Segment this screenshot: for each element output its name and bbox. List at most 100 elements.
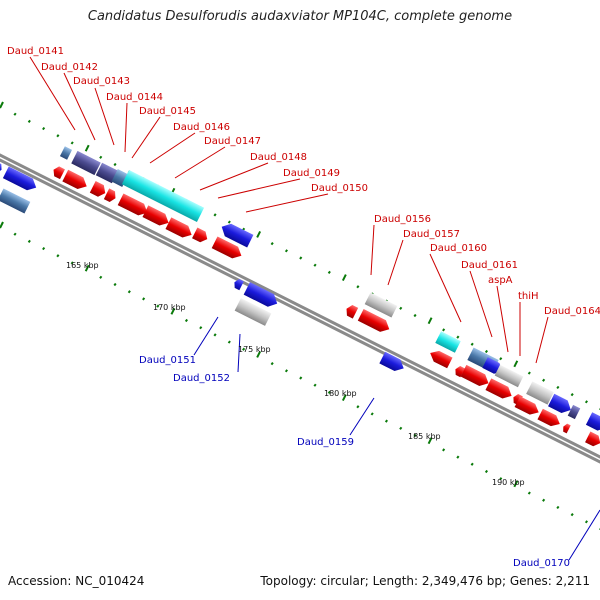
scale-tick <box>384 419 389 423</box>
scale-tick <box>84 264 90 272</box>
scale-tick <box>270 242 274 246</box>
gene-arrow[interactable] <box>71 150 101 176</box>
scale-tick <box>0 101 4 109</box>
scale-tick <box>213 333 217 337</box>
scale-tick <box>499 357 503 361</box>
gene-label[interactable]: Daud_0161 <box>461 260 518 271</box>
gene-arrow[interactable] <box>243 282 281 310</box>
gene-arrow[interactable] <box>357 309 392 335</box>
gene-arrow[interactable] <box>211 236 245 261</box>
gene-arrow[interactable] <box>526 381 554 405</box>
gene-arrow[interactable] <box>427 348 453 369</box>
gene-label[interactable]: Daud_0141 <box>7 46 64 57</box>
gene-label[interactable]: Daud_0146 <box>173 122 230 133</box>
leader-line <box>535 316 549 364</box>
gene-arrow[interactable] <box>2 166 39 194</box>
gene-arrow[interactable] <box>51 165 65 180</box>
gene-label[interactable]: Daud_0148 <box>250 152 307 163</box>
gene-label[interactable]: Daud_0143 <box>73 76 130 87</box>
gene-label[interactable]: Daud_0144 <box>106 92 163 103</box>
gene-arrow[interactable] <box>121 169 205 223</box>
gene-label[interactable]: Daud_0145 <box>139 106 196 117</box>
gene-arrow[interactable] <box>561 423 571 434</box>
gene-arrow[interactable] <box>514 396 542 418</box>
scale-tick <box>142 297 146 301</box>
gene-arrow[interactable] <box>364 292 398 318</box>
gene-label[interactable]: Daud_0164 <box>544 306 600 317</box>
gene-arrow[interactable] <box>344 303 359 319</box>
leader-line <box>199 162 269 191</box>
scale-tick <box>527 491 531 495</box>
gene-arrow[interactable] <box>95 162 119 184</box>
scale-tick <box>513 360 519 368</box>
gene-label[interactable]: aspA <box>488 275 513 286</box>
scale-tick <box>70 261 74 265</box>
gene-label[interactable]: Daud_0149 <box>283 168 340 179</box>
gene-arrow[interactable] <box>585 412 600 433</box>
scale-label: 180 kbp <box>324 389 357 398</box>
scale-tick <box>442 448 446 452</box>
gene-arrow[interactable] <box>59 146 73 160</box>
gene-arrow[interactable] <box>62 169 89 192</box>
gene-arrow[interactable] <box>234 298 272 326</box>
gene-arrow[interactable] <box>585 431 600 448</box>
gene-label[interactable]: Daud_0160 <box>430 243 487 254</box>
scale-tick <box>542 498 546 502</box>
scale-tick <box>70 141 74 145</box>
gene-label[interactable]: Daud_0147 <box>204 136 261 147</box>
scale-tick <box>470 462 474 466</box>
scale-tick <box>442 328 446 332</box>
scale-ticks <box>0 101 600 530</box>
gene-label[interactable]: Daud_0142 <box>41 62 98 73</box>
gene-label[interactable]: Daud_0156 <box>374 214 431 225</box>
gene-arrow[interactable] <box>453 365 465 378</box>
gene-label[interactable]: Daud_0152 <box>173 373 230 384</box>
gene-arrow[interactable] <box>485 378 514 401</box>
scale-tick <box>456 335 460 339</box>
gene-arrow[interactable] <box>567 404 581 420</box>
scale-label: 190 kbp <box>492 478 525 487</box>
scale-tick <box>99 155 103 159</box>
scale-tick <box>270 362 274 366</box>
gene-arrow[interactable] <box>192 227 210 244</box>
scale-tick <box>313 263 317 267</box>
scale-tick <box>170 307 176 315</box>
scale-tick <box>584 400 589 404</box>
gene-arrow[interactable] <box>103 188 118 203</box>
gene-arrow[interactable] <box>142 205 171 228</box>
gene-label[interactable]: thiH <box>518 291 539 302</box>
gene-label[interactable]: Daud_0157 <box>403 229 460 240</box>
scale-tick <box>556 505 560 510</box>
gene-label[interactable]: Daud_0151 <box>139 355 196 366</box>
scale-tick <box>327 270 331 274</box>
leader-line <box>387 239 404 286</box>
scale-label: 165 kbp <box>66 261 99 270</box>
scale-labels: 165 kbp 170 kbp 175 kbp 180 kbp 185 kbp … <box>66 261 525 487</box>
gene-features <box>0 146 600 448</box>
scale-tick <box>256 230 262 238</box>
gene-arrow[interactable] <box>0 161 4 175</box>
scale-tick <box>484 469 489 474</box>
leader-line <box>496 285 509 353</box>
leader-line <box>237 333 241 373</box>
gene-arrow[interactable] <box>165 217 194 240</box>
gene-arrow[interactable] <box>435 331 461 353</box>
gene-arrow[interactable] <box>117 193 151 218</box>
genome-backbone <box>0 153 600 464</box>
scale-tick <box>227 340 231 344</box>
gene-label[interactable]: Daud_0170 <box>513 558 570 569</box>
gene-labels-top: Daud_0141 Daud_0142 Daud_0143 Daud_0144 … <box>7 46 600 317</box>
gene-arrow[interactable] <box>379 351 406 374</box>
gene-arrow[interactable] <box>460 364 492 389</box>
gene-label[interactable]: Daud_0159 <box>297 437 354 448</box>
gene-arrow[interactable] <box>537 408 562 430</box>
leader-line <box>568 509 600 561</box>
gene-label[interactable]: Daud_0150 <box>311 183 368 194</box>
gene-arrow[interactable] <box>548 393 574 416</box>
gene-arrow[interactable] <box>0 188 31 214</box>
gene-arrow[interactable] <box>89 181 108 199</box>
leader-line <box>149 132 196 164</box>
gene-arrow[interactable] <box>219 221 254 248</box>
gene-arrow[interactable] <box>494 364 524 388</box>
gene-arrow[interactable] <box>232 278 244 291</box>
